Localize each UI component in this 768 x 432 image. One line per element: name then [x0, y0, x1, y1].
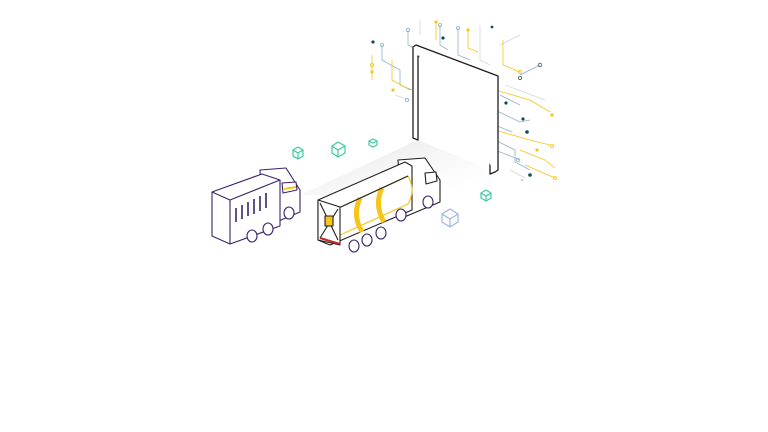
cube-icon	[368, 138, 378, 148]
cube-icon	[480, 189, 492, 202]
gate	[412, 44, 499, 175]
cube-icon	[331, 141, 346, 158]
cube-icon	[292, 146, 304, 160]
box-truck	[211, 167, 301, 245]
circuit-nodes	[369, 20, 558, 182]
cube-icon	[441, 208, 459, 228]
data-cubes	[292, 138, 492, 228]
tanker-truck	[317, 157, 441, 253]
